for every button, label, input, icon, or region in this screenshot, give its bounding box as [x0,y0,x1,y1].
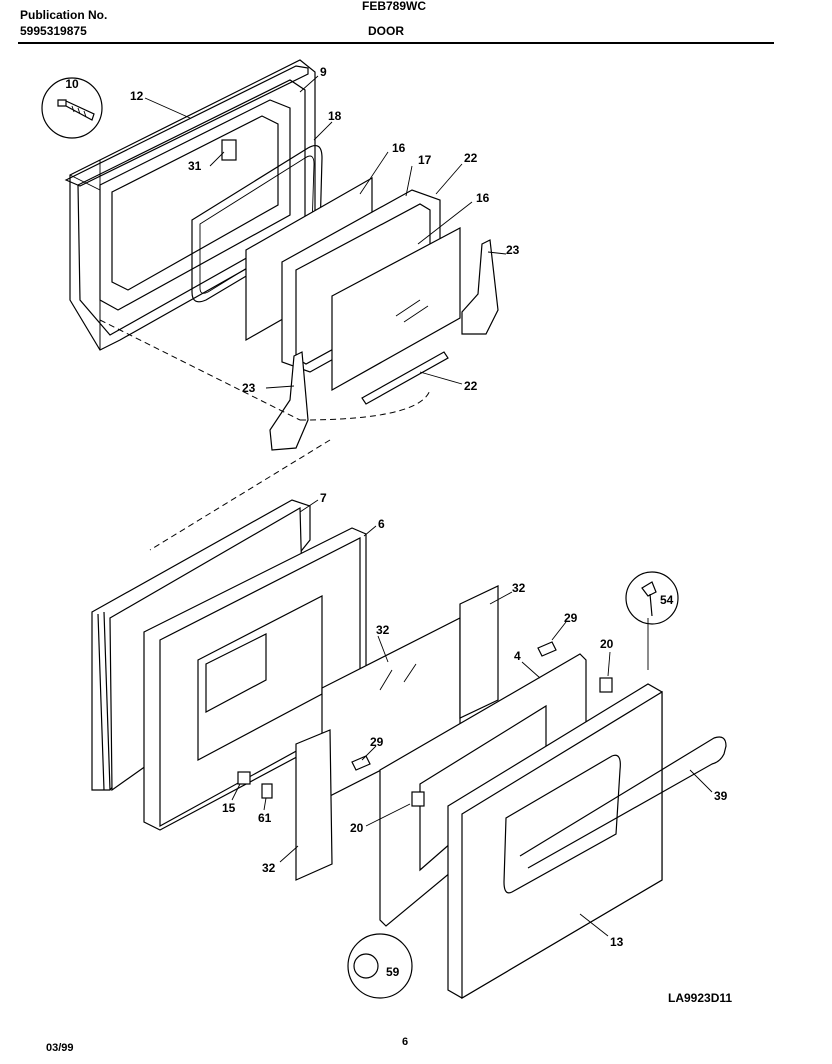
callout-7: 7 [320,491,327,505]
callout-23-right: 23 [506,243,520,257]
footer-date: 03/99 [46,1042,74,1054]
glass-panel-inner [331,227,461,392]
callout-9: 9 [320,65,327,79]
callout-18: 18 [328,109,342,123]
door-gasket [64,65,309,187]
glass-panel-upper-right [459,585,499,719]
knob-icon [353,953,379,979]
screw-callout-circle [41,77,103,139]
glass-panel-lower [295,729,333,881]
callout-29-left: 29 [370,735,384,749]
callout-15: 15 [222,801,236,815]
model-number: FEB789WC [362,0,427,13]
section-title: DOOR [368,24,404,38]
screw-54-callout-circle [625,571,679,625]
hinge-pin [261,783,273,799]
door-handle [519,736,727,869]
callout-32-center: 32 [376,623,390,637]
callout-54: 54 [660,593,674,607]
callout-13: 13 [610,935,624,949]
callout-59: 59 [386,965,400,979]
bracket-left [411,791,425,807]
callout-10: 10 [65,77,79,91]
callout-23-left: 23 [242,381,256,395]
footer-page: 6 [402,1036,409,1048]
hinge-right [461,239,499,335]
callout-17: 17 [418,153,432,167]
callout-12: 12 [130,89,144,103]
callout-4: 4 [514,649,521,663]
screw-54-icon [641,581,657,617]
publication-number: 5995319875 [20,24,87,38]
publication-label: Publication No. [20,8,108,22]
callout-20-left: 20 [350,821,364,835]
knob-59-callout-circle [347,933,413,999]
callout-22-top: 22 [464,151,478,165]
callout-16-top: 16 [392,141,406,155]
callout-22-bottom: 22 [464,379,478,393]
spacer-bottom [351,755,371,771]
hinge-clip [237,771,251,785]
inner-door-panel [69,59,316,351]
retaining-clip [221,139,237,161]
glass-channel [361,351,449,405]
screw-icon [57,99,95,121]
leader-lines [144,75,713,937]
callout-6: 6 [378,517,385,531]
spacer-top [537,641,557,657]
bracket-right [599,677,613,693]
header-rule [18,42,774,44]
door-window [503,754,621,894]
drawing-id: LA9923D11 [668,991,732,1005]
callout-32-top: 32 [512,581,526,595]
callout-16-right: 16 [476,191,490,205]
callout-39: 39 [714,789,728,803]
callout-32-bottom: 32 [262,861,276,875]
callout-61: 61 [258,811,272,825]
callout-20-right: 20 [600,637,614,651]
hinge-left [269,351,309,451]
callout-31: 31 [188,159,202,173]
callout-29-top: 29 [564,611,578,625]
